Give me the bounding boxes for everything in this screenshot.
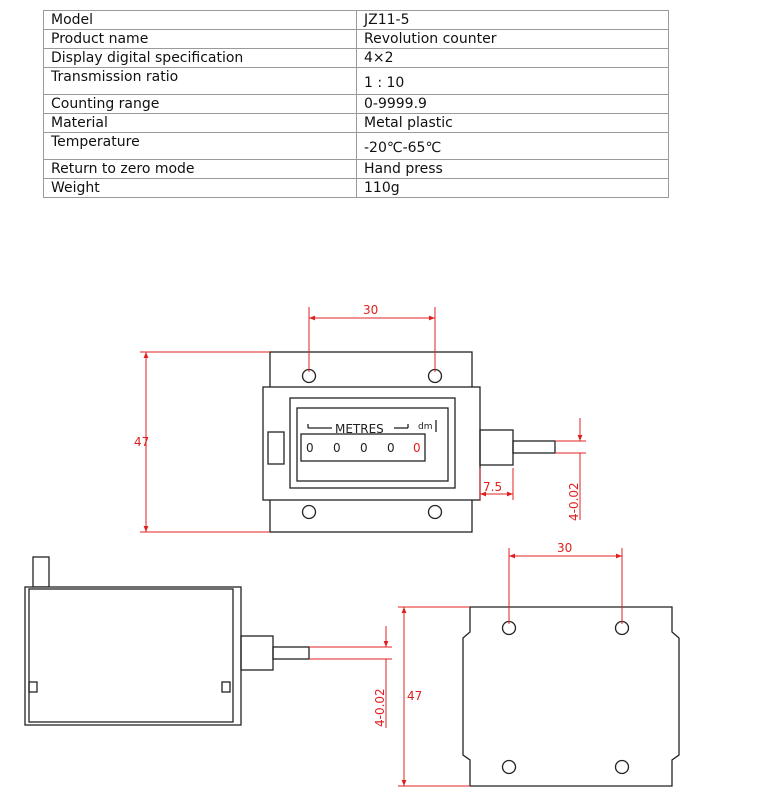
- counter-digit: 0: [360, 441, 368, 455]
- counter-digit: 0: [306, 441, 314, 455]
- spec-value: Metal plastic: [356, 113, 669, 133]
- mounting-hole-bottom-right: [427, 504, 443, 520]
- reset-knob: [32, 556, 50, 588]
- spec-label: Weight: [43, 178, 357, 198]
- unit-label: dm: [418, 422, 432, 432]
- dim-back-height: 47: [407, 689, 422, 703]
- display-window-frame: [289, 397, 456, 489]
- mounting-hole-bottom-left: [301, 504, 317, 520]
- digit-strip: [300, 433, 426, 462]
- shaft-boss: [479, 429, 514, 466]
- back-view: [462, 606, 680, 787]
- dim-shaft-length: 7.5: [483, 480, 502, 494]
- spec-value: 110g: [356, 178, 669, 198]
- spec-label: Material: [43, 113, 357, 133]
- counter-digit: 0: [387, 441, 395, 455]
- side-body-inner: [28, 588, 234, 723]
- display-window-inner: [296, 407, 449, 482]
- side-body: [24, 586, 242, 726]
- side-input-shaft: [272, 646, 310, 660]
- side-shaft-boss: [240, 635, 274, 671]
- reset-button: [267, 431, 285, 465]
- front-view-text: METRES dm 0 0 0 0 0: [306, 422, 432, 455]
- front-dimensions: [140, 307, 586, 533]
- counter-digit-decimal: 0: [413, 441, 421, 455]
- spec-label: Display digital specification: [43, 48, 357, 68]
- back-dimensions: [398, 548, 623, 787]
- side-clip-left: [28, 681, 38, 693]
- back-hole-bottom-right: [614, 759, 630, 775]
- spec-value: Hand press: [356, 159, 669, 179]
- counter-digit: 0: [333, 441, 341, 455]
- back-plate: [462, 606, 680, 787]
- front-dimension-text: 30 47 7.5 4-0.02: [134, 303, 581, 521]
- side-clip-right: [221, 681, 231, 693]
- side-dimensions: [309, 626, 392, 728]
- side-view: [24, 556, 310, 726]
- front-view: [262, 351, 556, 533]
- dim-back-hole-spacing: 30: [557, 541, 572, 555]
- input-shaft: [512, 440, 556, 454]
- back-hole-bottom-left: [501, 759, 517, 775]
- dim-side-shaft-diameter: 4-0.02: [373, 688, 387, 727]
- spec-value-text: -20℃-65℃: [364, 140, 442, 156]
- back-dimension-text: 30 47: [407, 541, 572, 703]
- dim-height: 47: [134, 435, 149, 449]
- dim-shaft-diameter: 4-0.02: [567, 482, 581, 521]
- window-label: METRES: [335, 422, 384, 436]
- spec-value-text: 1 : 10: [364, 75, 405, 91]
- dim-hole-spacing: 30: [363, 303, 378, 317]
- table-row: Temperature-20℃-65℃: [43, 132, 669, 160]
